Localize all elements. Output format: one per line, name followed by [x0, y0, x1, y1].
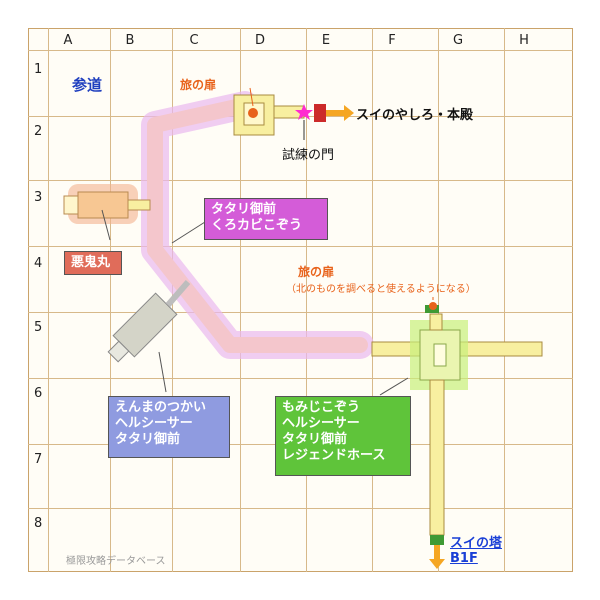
plaza-inner	[433, 343, 447, 367]
door-label-right: 旅の扉	[298, 265, 335, 279]
gray-room	[107, 292, 178, 363]
leader-line	[379, 377, 409, 396]
boss-box: 悪鬼丸	[64, 251, 122, 275]
leader-line	[171, 221, 206, 244]
trial-gate-label: 試練の門	[282, 148, 335, 163]
exit-link-tower[interactable]: スイの塔 B1F	[450, 532, 502, 566]
column-label: B	[125, 33, 135, 48]
row-label: 5	[34, 320, 43, 335]
grid-line	[240, 28, 241, 572]
watermark: 極限攻略データベース	[66, 556, 166, 567]
east-arrow-shaft	[326, 110, 344, 116]
west-monster-box: えんまのつかい ヘルシーサー タタリ御前	[108, 396, 230, 458]
east-arrow-head	[344, 105, 354, 121]
boss-room	[77, 191, 129, 219]
map-frame	[28, 28, 573, 572]
grid-line	[306, 28, 307, 572]
grid-line	[372, 28, 373, 572]
monster-name: もみじこぞう	[282, 400, 361, 415]
grid-line	[28, 378, 573, 379]
grid-line	[28, 180, 573, 181]
east-gate	[314, 104, 326, 122]
boss-name: 悪鬼丸	[71, 255, 111, 270]
boss-room-link	[127, 199, 151, 211]
monster-name: ヘルシーサー	[282, 416, 360, 431]
grid-line	[28, 246, 573, 247]
leader-line	[249, 87, 254, 107]
monster-name: くろカビこぞう	[211, 218, 303, 233]
north-door-orb	[429, 302, 437, 310]
column-label: A	[63, 33, 73, 48]
row-label: 2	[34, 124, 43, 139]
column-label: D	[254, 33, 265, 48]
row-label: 3	[34, 190, 43, 205]
trial-gate-star	[295, 104, 313, 120]
grid-line	[110, 28, 111, 572]
monster-name: レジェンドホース	[282, 448, 386, 463]
door-label-top: 旅の扉	[180, 78, 217, 92]
monster-name: タタリ御前	[115, 432, 181, 447]
grid-line	[28, 50, 573, 51]
column-label: C	[189, 33, 199, 48]
road-path-core	[147, 97, 368, 353]
south-arrow-shaft	[434, 545, 440, 559]
grid-line	[504, 28, 505, 572]
row-label: 1	[34, 62, 43, 77]
monster-name: タタリ御前	[282, 432, 348, 447]
grid-line	[48, 28, 49, 572]
grid-line	[438, 28, 439, 572]
row-label: 6	[34, 386, 43, 401]
road-monster-box: タタリ御前 くろカビこぞう	[204, 198, 328, 240]
gray-room-link	[165, 280, 191, 307]
exit-link-tower-line2: B1F	[450, 551, 478, 566]
monster-name: タタリ御前	[211, 202, 277, 217]
east-monster-box: もみじこぞう ヘルシーサー タタリ御前 レジェンドホース	[275, 396, 411, 476]
monster-name: ヘルシーサー	[115, 416, 193, 431]
exit-link-tower-line1: スイの塔	[450, 536, 503, 551]
boss-room-ear	[63, 195, 79, 215]
south-gate	[430, 535, 444, 545]
row-label: 7	[34, 452, 43, 467]
monster-name: えんまのつかい	[115, 400, 207, 415]
row-label: 4	[34, 256, 43, 271]
leader-line	[101, 209, 111, 241]
leader-line	[158, 351, 167, 393]
grid-line	[28, 312, 573, 313]
column-label: F	[388, 33, 396, 48]
north-link	[429, 313, 443, 331]
door-note: （北のものを調べると使えるようになる）	[286, 284, 476, 295]
column-label: E	[321, 33, 331, 48]
top-door-orb	[248, 108, 258, 118]
exit-label-shrine[interactable]: スイのやしろ・本殿	[356, 108, 474, 123]
south-arrow-head	[429, 559, 445, 569]
south-corridor	[429, 379, 445, 536]
row-label: 8	[34, 516, 43, 531]
area-name: 参道	[72, 76, 103, 94]
column-label: H	[519, 33, 529, 48]
grid-line	[28, 508, 573, 509]
column-label: G	[452, 33, 464, 48]
